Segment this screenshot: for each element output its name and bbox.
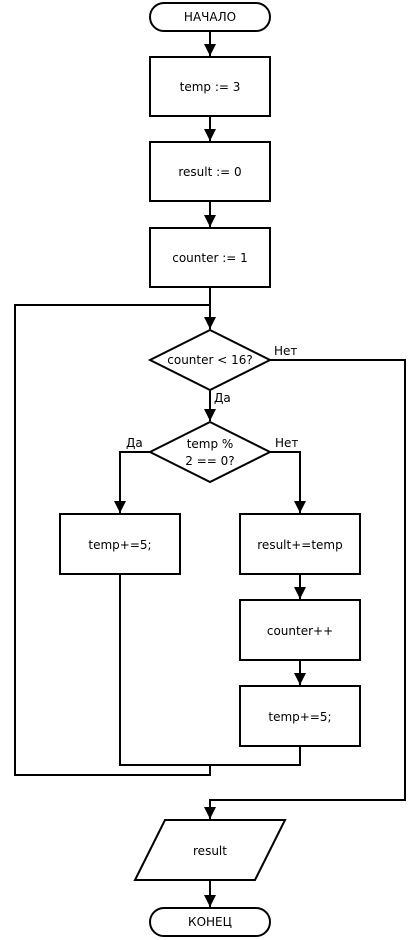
- branch-merge-line: [119, 574, 301, 766]
- arrow-even-no: [270, 451, 306, 513]
- start-terminator: НАЧАЛО: [149, 2, 271, 32]
- even-condition-line1: temp %: [187, 437, 234, 451]
- right-add-label: temp+=5;: [268, 710, 331, 724]
- end-label: КОНЕЦ: [188, 915, 232, 929]
- process-assign-temp: temp := 3: [149, 56, 271, 117]
- output-label: result: [193, 844, 227, 858]
- process-left-add: temp+=5;: [59, 513, 181, 575]
- left-add-label: temp+=5;: [88, 538, 151, 552]
- assign-counter-label: counter := 1: [172, 251, 248, 265]
- add-result-label: result+=temp: [257, 538, 342, 552]
- process-add-result: result+=temp: [239, 513, 361, 575]
- loop-no-label: Нет: [274, 344, 297, 358]
- inc-counter-label: counter++: [267, 624, 333, 638]
- process-assign-counter: counter := 1: [149, 227, 271, 288]
- arrow-even-yes: [114, 451, 150, 513]
- assign-temp-label: temp := 3: [180, 80, 241, 94]
- even-yes-label: Да: [126, 436, 143, 450]
- assign-result-label: result := 0: [178, 165, 241, 179]
- process-inc-counter: counter++: [239, 599, 361, 661]
- even-no-label: Нет: [275, 436, 298, 450]
- end-terminator: КОНЕЦ: [149, 907, 271, 937]
- io-output: result: [133, 819, 287, 881]
- start-label: НАЧАЛО: [184, 10, 236, 24]
- process-right-add: temp+=5;: [239, 685, 361, 747]
- loop-condition-label: counter < 16?: [167, 353, 253, 367]
- decision-loop-condition: counter < 16?: [147, 328, 273, 392]
- even-condition-line2: 2 == 0?: [185, 454, 234, 468]
- loop-back-line: [14, 304, 211, 776]
- arrow-loop-exit: [204, 359, 406, 819]
- decision-even-condition: temp % 2 == 0?: [147, 420, 273, 484]
- loop-yes-label: Да: [214, 391, 231, 405]
- process-assign-result: result := 0: [149, 141, 271, 202]
